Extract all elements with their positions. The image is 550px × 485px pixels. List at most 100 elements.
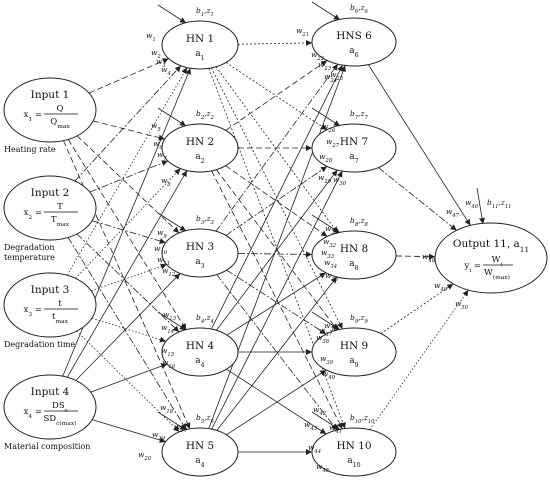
weight-label-w5: w5: [151, 121, 161, 133]
weight-label-w28: w28: [319, 152, 333, 164]
weight-label-w32: w32: [323, 237, 337, 249]
weight-label-w42: w42: [313, 405, 327, 417]
hidden-node-title: HN 2: [186, 136, 214, 148]
edge-i3-h3: [91, 263, 167, 292]
input-caption-i2: Degradation: [4, 243, 55, 252]
weight-label-w33: w33: [321, 248, 335, 260]
hidden-node-title: HN 10: [336, 440, 371, 452]
bias-label-h9: b9,z9: [350, 313, 369, 325]
hidden-node-activation: a4: [195, 356, 204, 369]
weight-label-w38: w38: [316, 333, 330, 345]
weight-label-w1: w1: [146, 31, 156, 43]
weight-label-w16: w16: [162, 358, 176, 370]
weight-label-w31: w31: [325, 224, 338, 236]
input-node-eq-lhs: x4 =: [24, 407, 42, 420]
output-eq-lhs: yi =: [463, 261, 481, 274]
output-eq-numerator: Wi: [492, 255, 503, 268]
weight-label-w24: w24: [324, 72, 337, 84]
weight-label-w41: w41: [329, 423, 342, 435]
edge-h7-o11: [378, 167, 457, 231]
weight-label-w6: w6: [153, 139, 163, 151]
hidden-node-activation: a9: [349, 356, 358, 369]
bias-arrow-h3: [157, 212, 187, 232]
bias-arrow-h10: [311, 411, 341, 431]
hidden-node-title: HN 3: [186, 241, 214, 253]
input-caption-i4: Material composition: [4, 442, 90, 451]
bias-label-h8: b8,z8: [350, 216, 369, 228]
edge-h1-h6: [237, 39, 313, 46]
weight-label-w20: w20: [138, 450, 152, 462]
edge-h4-h10: [226, 368, 327, 435]
edge-i3-h1: [66, 67, 188, 276]
input-node-title: Input 1: [31, 89, 70, 101]
edge-i1-h5: [63, 140, 191, 430]
edge-h5-h9: [226, 369, 327, 436]
input-node-title: Input 4: [31, 386, 70, 398]
hidden-node-activation: a8: [349, 259, 358, 272]
edge-h3-h6: [215, 63, 339, 232]
edge-i1-h2: [93, 120, 165, 141]
edge-i1-h4: [67, 139, 187, 330]
weight-label-w11: w11: [157, 255, 170, 267]
input-node-eq-numerator: Q: [57, 104, 64, 114]
bias-arrow-h4: [157, 311, 187, 331]
edge-i1-h3: [76, 135, 180, 234]
output-node-ellipse: [434, 222, 548, 294]
hidden-node-activation: a7: [349, 152, 358, 165]
edge-h4-h8: [226, 272, 326, 336]
bias-arrow-h6: [311, 1, 341, 21]
hidden-node-ellipse: [311, 230, 397, 280]
edge-i2-h4: [76, 233, 180, 333]
hidden-node-activation: a1: [195, 49, 204, 62]
bias-label-h10: b10,z10: [350, 413, 375, 425]
input-node-ellipse: [3, 374, 97, 440]
weight-label-w21: w21: [296, 26, 309, 38]
hidden-node-title: HN 5: [186, 440, 214, 452]
weight-label-w29: w29: [318, 173, 332, 185]
weight-label-w3: w3: [156, 57, 166, 69]
hidden-node-activation: a6: [349, 46, 358, 59]
edge-h4-h7: [216, 169, 338, 331]
bias-arrow-h5: [157, 411, 187, 431]
hidden-node-ellipse: [311, 17, 397, 67]
hidden-node-ellipse: [161, 20, 239, 70]
hidden-node-ellipse: [161, 327, 239, 377]
weight-label-w44: w44: [308, 443, 321, 455]
edge-h5-h6: [208, 65, 346, 429]
hidden-node-ellipse: [311, 427, 397, 477]
weight-label-w9: w9: [157, 228, 167, 240]
edge-h10-o11: [369, 289, 469, 430]
weight-label-w46: w46: [465, 198, 479, 210]
weight-label-w30: w30: [333, 175, 347, 187]
edge-i3-h4: [91, 317, 167, 343]
weight-label-w10: w10: [154, 244, 168, 256]
weight-label-w36: w36: [324, 321, 338, 333]
bias-label-h6: b6,z6: [350, 3, 369, 15]
hidden-node-ellipse: [161, 123, 239, 173]
edge-h6-o11: [367, 64, 471, 226]
input-caption-i3: Degradation time: [4, 340, 75, 349]
input-node-eq-lhs: x2 =: [24, 208, 42, 221]
weight-label-w35: w35: [325, 271, 339, 283]
input-node-eq-denominator: tmax: [52, 312, 69, 325]
weight-label-w17: w17: [174, 422, 188, 434]
hidden-node-h6: HNS 6 a6 b6,z6: [311, 3, 397, 67]
hidden-node-activation: a4: [195, 456, 204, 469]
edge-h1-h7: [225, 62, 327, 131]
edge-h1-h10: [208, 68, 346, 429]
edge-h3-h10: [216, 274, 338, 431]
input-node-eq-lhs: x3 =: [24, 305, 42, 318]
weight-label-w47: w47: [446, 207, 460, 219]
weight-label-w37: w37: [319, 326, 333, 338]
hidden-node-title: HNS 6: [336, 30, 372, 42]
hidden-node-title: HN 9: [340, 340, 368, 352]
edge-h5-h7: [211, 170, 343, 430]
edge-h2-h8: [225, 165, 328, 237]
